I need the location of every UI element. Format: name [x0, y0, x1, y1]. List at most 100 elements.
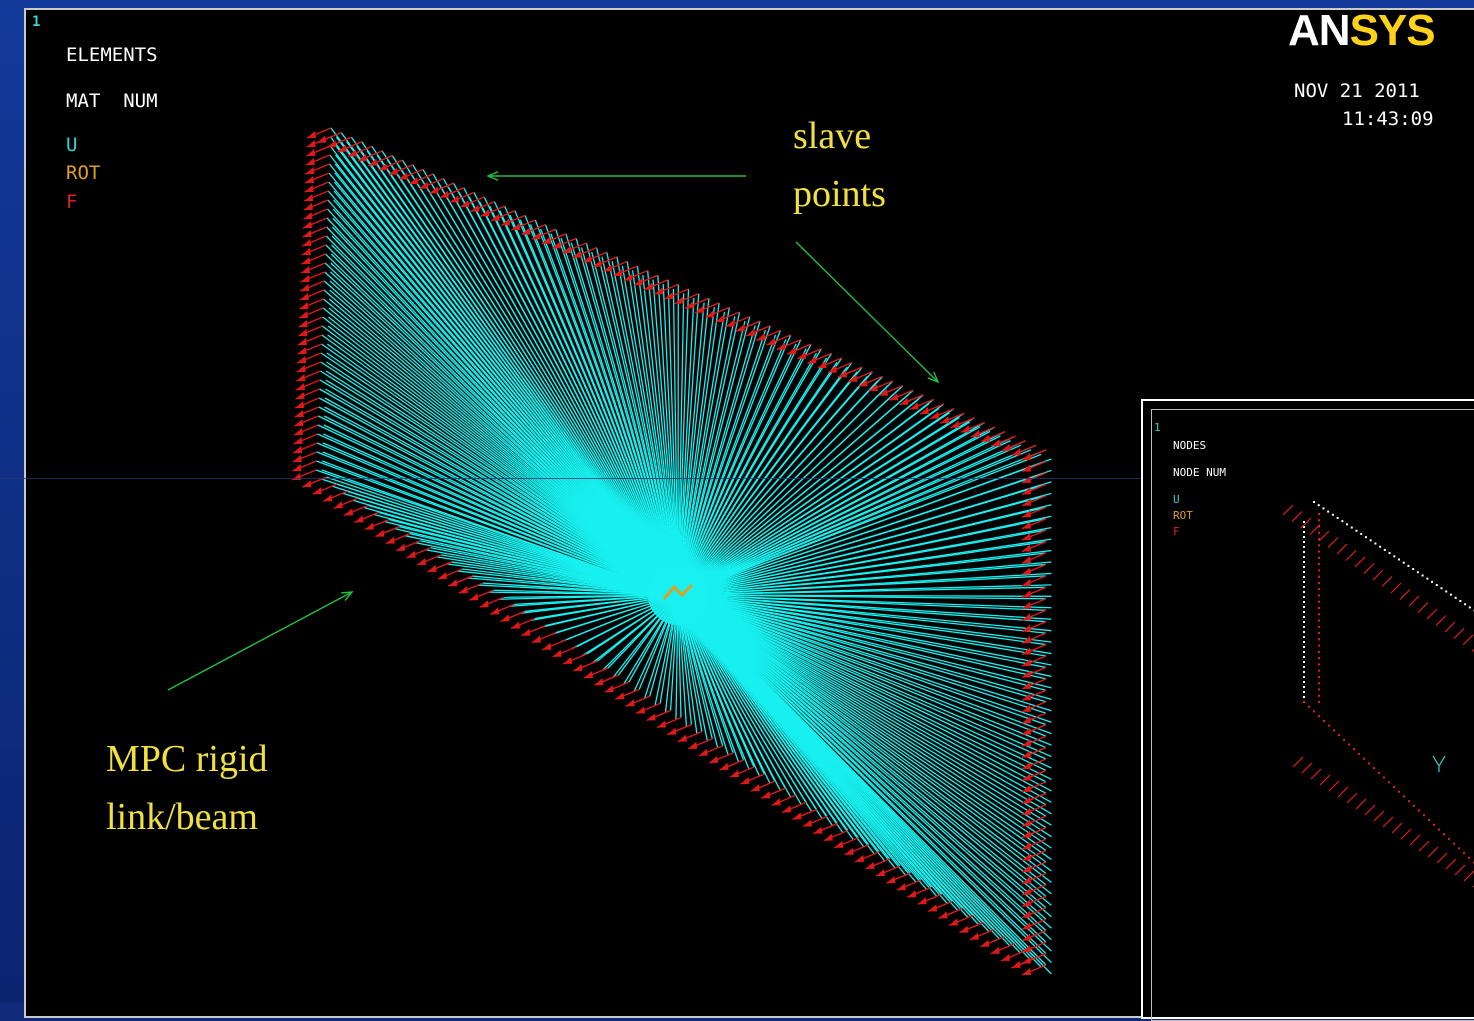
node-dot: [1378, 772, 1380, 774]
node-dot: [1318, 544, 1320, 546]
force-arrowhead: [1022, 453, 1031, 460]
node-dot: [1428, 819, 1430, 821]
node-dot: [1393, 786, 1395, 788]
inset-force-arrow: [1293, 757, 1303, 767]
node-dot: [1303, 546, 1305, 548]
node-dot: [1426, 578, 1428, 580]
node-dot: [1438, 829, 1440, 831]
inset-force-arrow: [1301, 518, 1311, 528]
node-dot: [1318, 638, 1320, 640]
node-dot: [1318, 715, 1320, 717]
force-arrowhead: [720, 763, 729, 770]
force-arrowhead: [296, 392, 305, 399]
force-arrowhead: [295, 401, 304, 408]
force-arrowhead: [970, 933, 979, 940]
node-dot: [1423, 814, 1425, 816]
window-number: 1: [32, 14, 40, 30]
force-arrowhead: [584, 671, 593, 678]
force-arrowhead: [848, 375, 857, 382]
force-arrowhead: [297, 365, 306, 372]
force-arrowhead: [428, 565, 437, 572]
force-arrowhead: [777, 343, 786, 350]
force-arrowhead: [678, 735, 687, 742]
force-arrowhead: [305, 176, 314, 183]
node-dot: [1413, 805, 1415, 807]
inset-force-arrow: [1446, 859, 1456, 869]
force-arrowhead: [307, 140, 316, 147]
node-dot: [1407, 565, 1409, 567]
inset-graphics-window[interactable]: 1 NODES NODE NUM U ROT F: [1141, 399, 1474, 1019]
inset-force-arrow: [1319, 531, 1329, 541]
node-dot: [1323, 720, 1325, 722]
node-dot: [1448, 838, 1450, 840]
node-dot: [1412, 568, 1414, 570]
node-dot: [1303, 656, 1305, 658]
force-arrowhead: [532, 636, 541, 643]
force-arrowhead: [920, 407, 929, 414]
inset-force-arrow: [1311, 769, 1321, 779]
node-dot: [1303, 596, 1305, 598]
legend-rot: ROT: [66, 162, 100, 184]
force-arrowhead: [396, 544, 405, 551]
node-dot: [1418, 810, 1420, 812]
node-dot: [1337, 517, 1339, 519]
force-arrowhead: [438, 572, 447, 579]
node-dot: [1303, 576, 1305, 578]
inset-force-arrow: [1418, 603, 1428, 613]
force-arrowhead: [907, 890, 916, 897]
node-dot: [1318, 682, 1320, 684]
force-arrowhead: [298, 329, 307, 336]
node-dot: [1318, 626, 1320, 628]
force-arrowhead: [1022, 785, 1031, 792]
node-dot: [1374, 543, 1376, 545]
force-arrowhead: [1022, 613, 1031, 620]
node-dot: [1318, 657, 1320, 659]
node-dot: [1464, 603, 1466, 605]
force-arrowhead: [460, 200, 469, 207]
node-dot: [1303, 581, 1305, 583]
inset-force-arrow: [1409, 596, 1419, 606]
inset-force-arrow: [1329, 781, 1339, 791]
force-arrowhead: [675, 297, 684, 304]
node-dot: [1318, 645, 1320, 647]
force-arrowhead: [1022, 751, 1031, 758]
node-dot: [1303, 691, 1305, 693]
inset-force-arrow: [1382, 577, 1392, 587]
node-dot: [1356, 530, 1358, 532]
node-dot: [1463, 852, 1465, 854]
force-arrowhead: [605, 685, 614, 692]
force-arrowhead: [1022, 556, 1031, 563]
node-dot: [1313, 710, 1315, 712]
force-arrowhead: [293, 455, 302, 462]
force-arrowhead: [813, 827, 822, 834]
force-arrowhead: [1022, 602, 1031, 609]
node-dot: [1318, 663, 1320, 665]
force-arrowhead: [297, 356, 306, 363]
force-arrowhead: [1022, 545, 1031, 552]
force-arrowhead: [667, 728, 676, 735]
node-dot: [1318, 695, 1320, 697]
inset-force-arrow: [1356, 799, 1366, 809]
inset-force-arrow: [1346, 551, 1356, 561]
force-arrowhead: [876, 869, 885, 876]
node-dot: [1303, 696, 1305, 698]
force-arrowhead: [685, 301, 694, 308]
node-dot: [1450, 594, 1452, 596]
force-arrowhead: [355, 515, 364, 522]
node-dot: [1303, 601, 1305, 603]
node-dot: [1379, 546, 1381, 548]
ansys-logo: ANSYS: [1288, 6, 1435, 56]
inset-legend-title: NODES: [1173, 439, 1206, 452]
plot-date: NOV 21 2011: [1294, 80, 1420, 102]
force-arrowhead: [459, 586, 468, 593]
node-dot: [1303, 531, 1305, 533]
rigid-links: [316, 128, 1051, 974]
node-dot: [1303, 646, 1305, 648]
node-dot: [1318, 519, 1320, 521]
force-arrowhead: [365, 523, 374, 530]
inset-force-arrow: [1283, 505, 1293, 515]
force-arrowhead: [657, 721, 666, 728]
force-arrowhead: [303, 230, 312, 237]
node-dot: [1318, 607, 1320, 609]
force-arrowhead: [303, 221, 312, 228]
